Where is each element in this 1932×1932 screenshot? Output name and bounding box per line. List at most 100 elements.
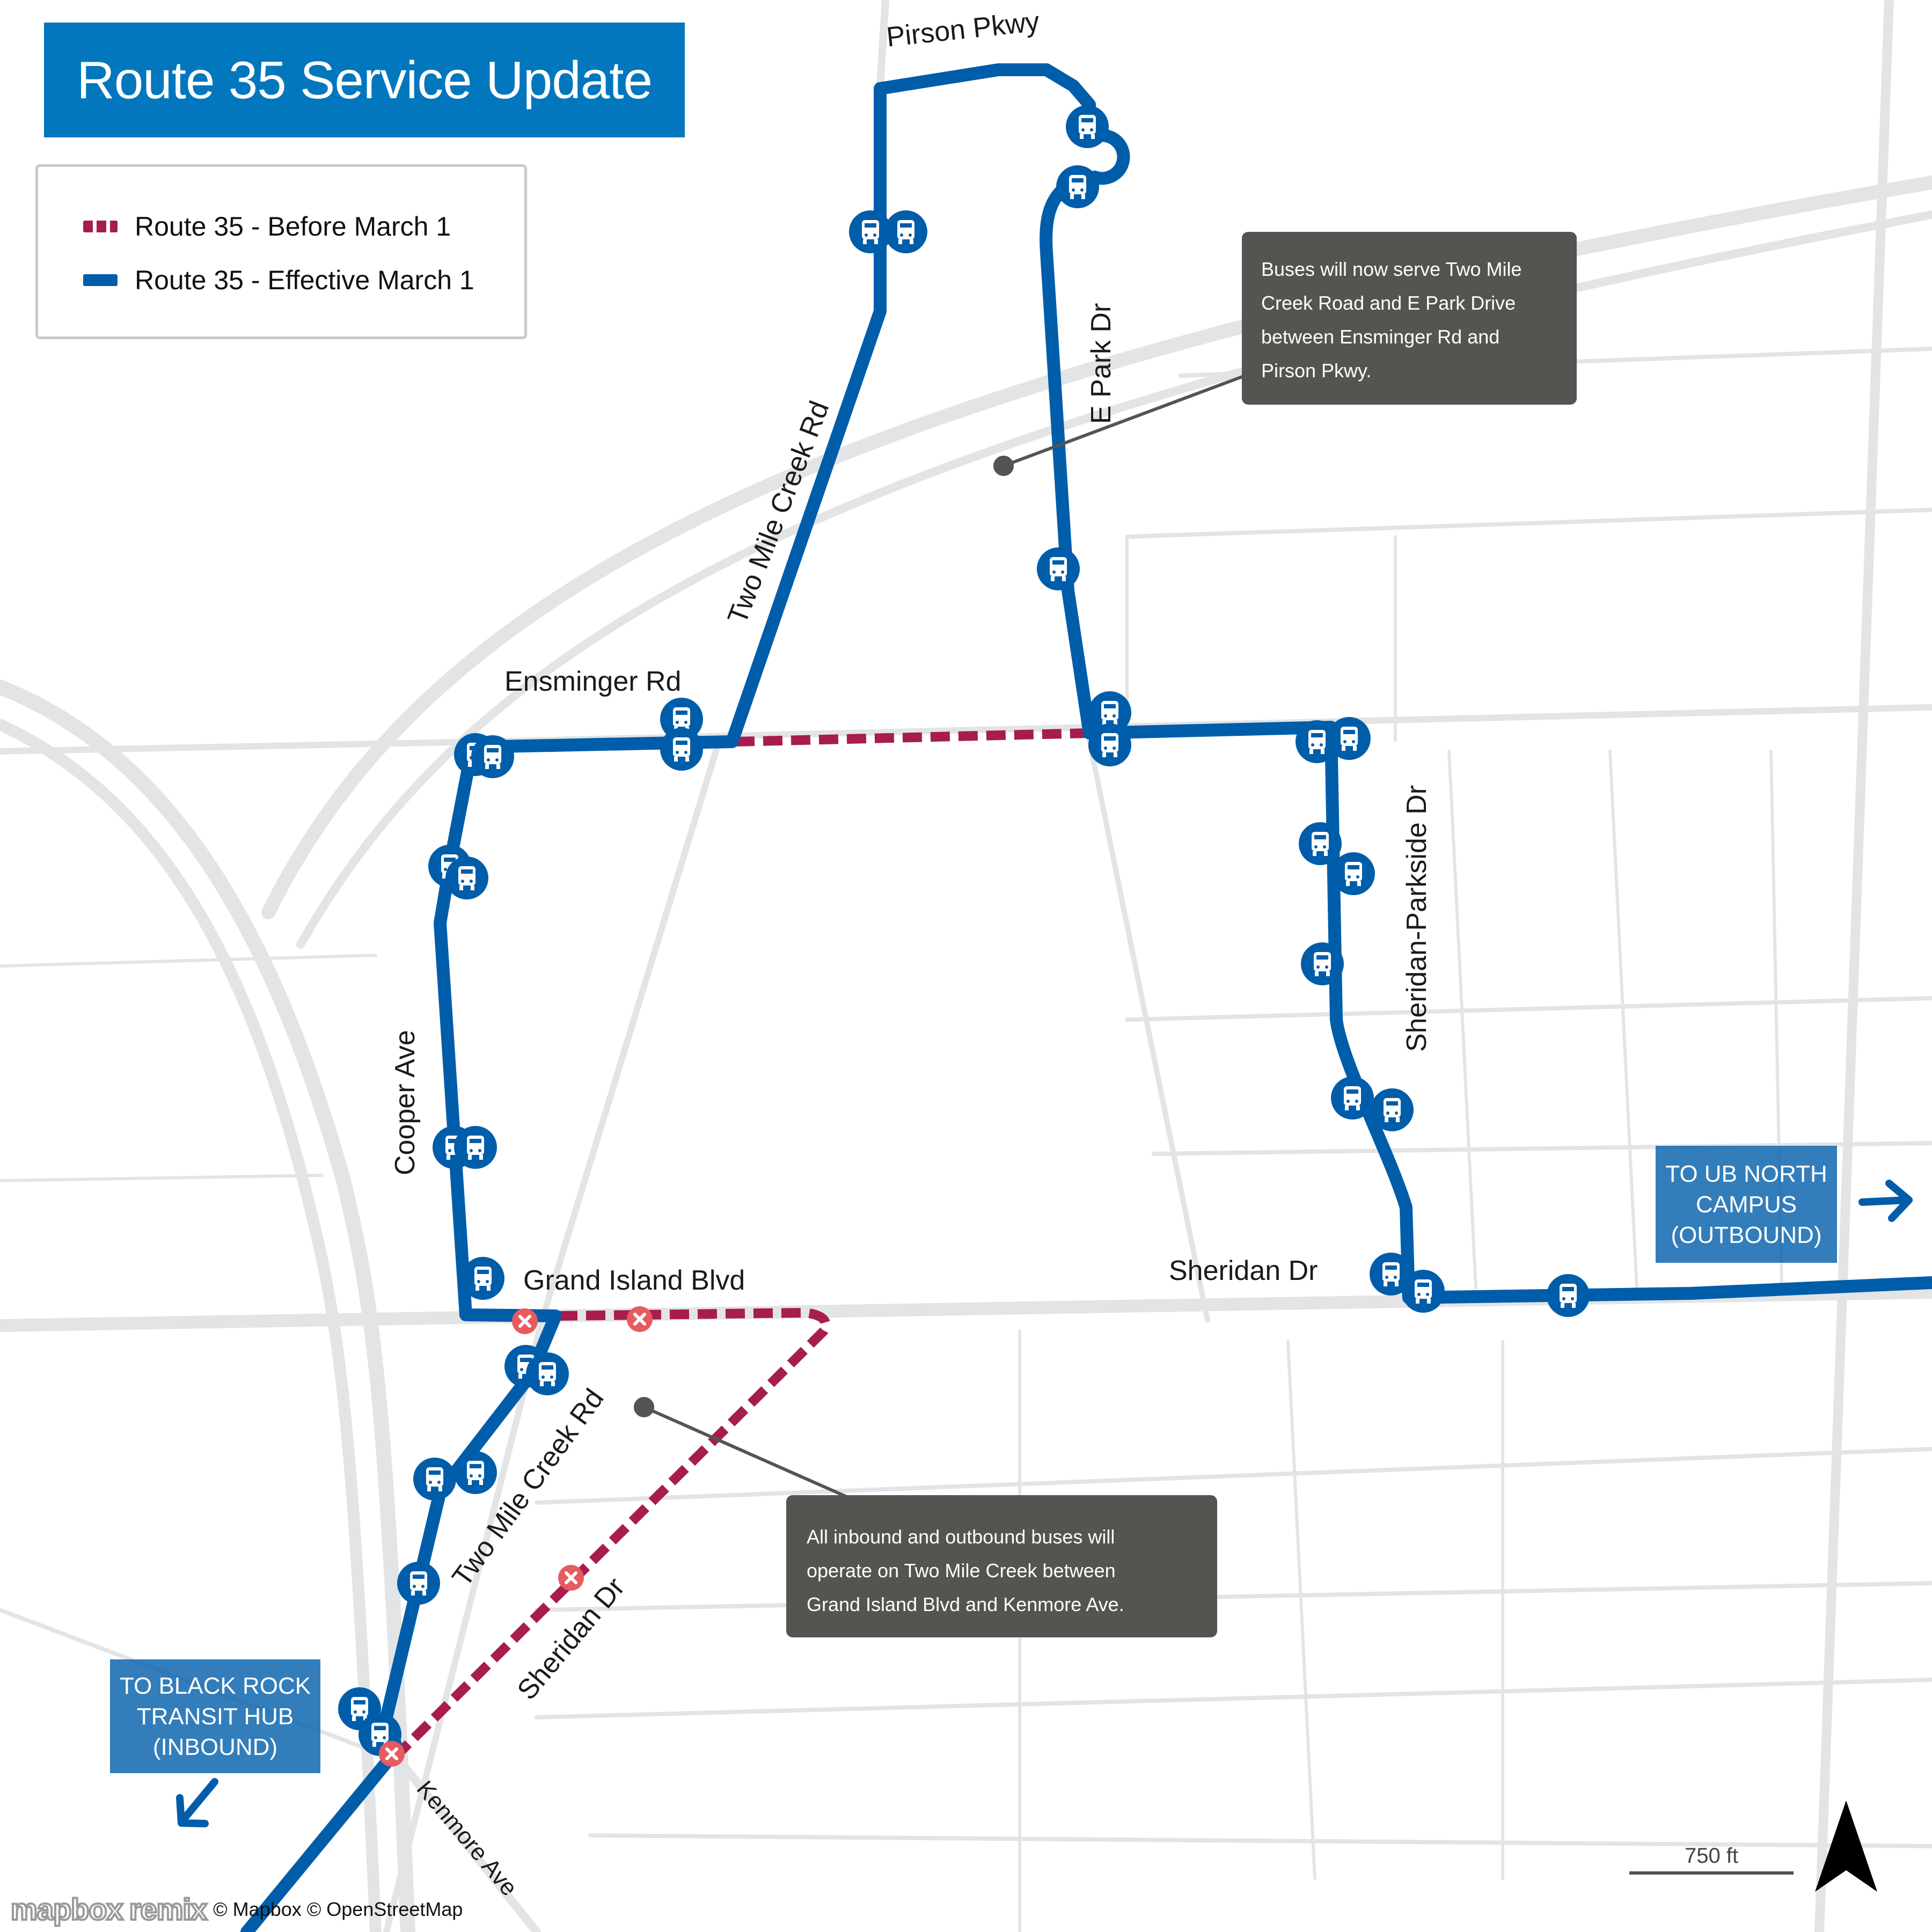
legend-label: Route 35 - Effective March 1 [135,265,474,295]
legend: Route 35 - Before March 1 Route 35 - Eff… [35,164,527,339]
inbound-arrow-icon [176,1778,218,1827]
destination-line: (INBOUND) [152,1733,278,1760]
route-two-mile-north [726,63,1096,748]
highway [0,719,382,1932]
street-label-grand-island: Grand Island Blvd [523,1265,745,1296]
callout-line: All inbound and outbound buses will [807,1526,1115,1548]
road [0,954,377,968]
callout-line: operate on Two Mile Creek between [807,1560,1116,1582]
bus-stop-icon[interactable] [462,1257,504,1300]
bus-stop-icon[interactable] [1547,1274,1590,1317]
bus-stop-icon[interactable] [1370,1253,1413,1296]
bus-stop-icon[interactable] [1296,720,1338,763]
bus-stop-icon[interactable] [1331,1077,1374,1119]
bus-stop-icon[interactable] [660,728,703,771]
removed-stop-icon[interactable] [627,1306,653,1332]
north-arrow-icon [1815,1801,1877,1892]
bus-stop-icon[interactable] [1056,165,1099,208]
bus-stop-icon[interactable] [454,1126,497,1169]
outbound-arrow-icon [1858,1180,1913,1222]
callout-north: Buses will now serve Two Mile Creek Road… [1242,232,1577,405]
road [0,704,1932,755]
bus-stop-icon[interactable] [1328,717,1371,760]
road [0,1174,324,1182]
page-title: Route 35 Service Update [77,50,653,109]
bus-stop-icon[interactable] [445,857,488,899]
callout-line: between Ensminger Rd and [1261,326,1500,348]
road [1087,738,1210,1323]
bus-stop-icon[interactable] [1332,852,1375,895]
destination-line: (OUTBOUND) [1671,1221,1822,1248]
bus-stop-icon[interactable] [1301,942,1344,985]
removed-stop-icon[interactable] [512,1308,538,1334]
route-before [393,728,1090,1759]
legend-item-before: Route 35 - Before March 1 [83,211,451,242]
scale-label: 750 ft [1684,1844,1739,1868]
callout-line: Creek Road and E Park Drive [1261,292,1516,314]
bus-stop-icon[interactable] [397,1562,440,1605]
bus-stop-icon[interactable] [454,1451,497,1494]
road [535,1447,1932,1505]
bus-stop-icon[interactable] [1088,691,1131,734]
destination-line: TO BLACK ROCK [119,1672,311,1699]
road [1125,996,1932,1022]
street-label-cooper: Cooper Ave [390,1030,421,1175]
legend-swatch-dashed [83,221,118,232]
street-label-ensminger: Ensminger Rd [504,666,682,697]
arrow-icon [176,1180,1913,1827]
bus-stop-icon[interactable] [413,1458,456,1501]
destination-line: CAMPUS [1695,1191,1797,1218]
bus-stop-icon[interactable] [471,735,514,778]
legend-swatch-solid [83,274,118,286]
road [535,1678,1932,1719]
road [1286,1340,1316,1880]
road [1152,1141,1932,1156]
attribution-credit[interactable]: © Mapbox © OpenStreetMap [213,1898,463,1920]
bus-stop-icon[interactable] [1066,105,1109,148]
street-label-sheridan: Sheridan Dr [1169,1255,1318,1286]
bus-stop-icon[interactable] [849,210,892,253]
street-label-e-park: E Park Dr [1086,303,1117,424]
road [1608,750,1638,1290]
road [1814,0,1894,1932]
callout-line: Grand Island Blvd and Kenmore Ave. [807,1593,1124,1615]
callout-south: All inbound and outbound buses will oper… [786,1495,1217,1637]
attribution: mapbox remix © Mapbox © OpenStreetMap [10,1891,463,1927]
callout-line: Pirson Pkwy. [1261,360,1372,382]
bus-stop-icon[interactable] [1088,723,1131,766]
mapbox-logo[interactable]: mapbox [10,1891,125,1927]
bus-stop-icon[interactable] [884,210,927,253]
title-banner: Route 35 Service Update [44,23,685,137]
removed-stop-icon[interactable] [558,1565,584,1591]
scale-bar: 750 ft [1629,1844,1794,1875]
road [535,1581,1932,1612]
highway [0,679,415,1932]
callout-line: Buses will now serve Two Mile [1261,258,1522,280]
road [1447,750,1477,1290]
callout-pin [634,1397,654,1417]
remix-logo[interactable]: remix [128,1891,208,1927]
removed-stops [379,1306,653,1767]
bus-stop-icon[interactable] [1371,1088,1414,1131]
street-label-sheridan-parkside: Sheridan-Parkside Dr [1401,785,1432,1052]
removed-stop-icon[interactable] [379,1741,405,1767]
destination-line: TO UB NORTH [1665,1160,1827,1187]
bus-stop-icon[interactable] [1402,1270,1445,1313]
road [588,1833,1932,1848]
road [382,1740,541,1932]
callout-pin [993,456,1014,476]
legend-item-effective: Route 35 - Effective March 1 [83,265,474,296]
callout-leaders [634,374,1246,1499]
destination-inbound: TO BLACK ROCK TRANSIT HUB (INBOUND) [110,1659,320,1773]
route-before-grand-island [393,1308,831,1759]
route-before-ensminger [735,728,1090,747]
bus-stop-icon[interactable] [526,1352,569,1395]
destination-outbound: TO UB NORTH CAMPUS (OUTBOUND) [1656,1146,1837,1263]
bus-stop-icon[interactable] [1299,822,1342,865]
scale-line [1629,1871,1794,1875]
road [1125,508,1932,539]
bus-stop-icon[interactable] [1037,547,1080,590]
destination-line: TRANSIT HUB [136,1703,294,1730]
